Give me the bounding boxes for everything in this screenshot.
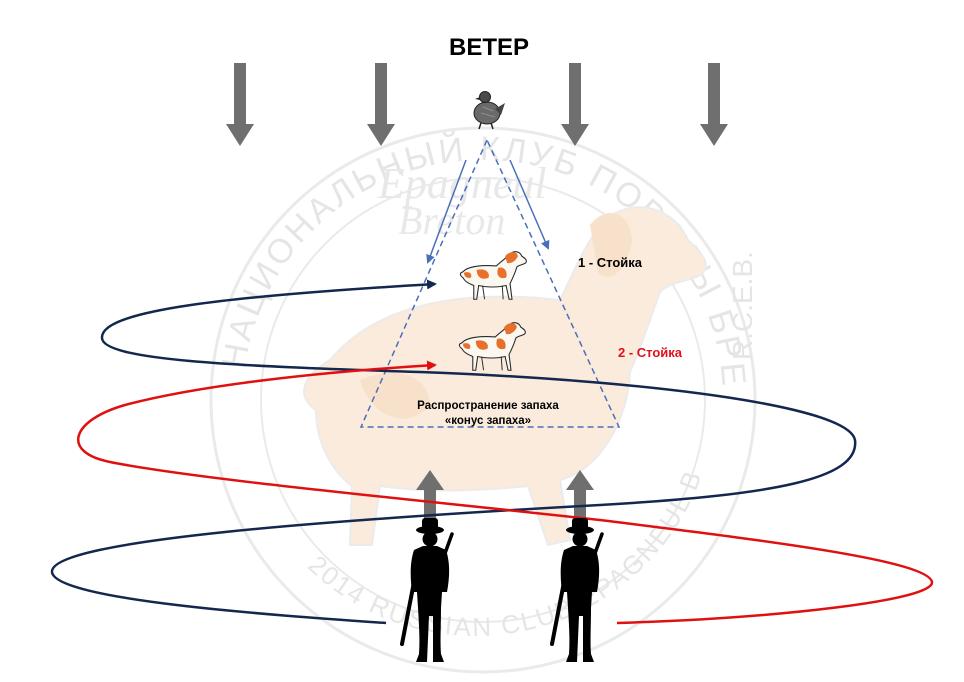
down-arrow-icon: [561, 63, 589, 146]
hunter-silhouette-icon: [400, 516, 454, 664]
approach-arrows: [416, 470, 594, 520]
watermark-dog-patch: [360, 373, 430, 419]
watermark-script-line1: Epagneul: [377, 159, 547, 208]
scent-drift-arrow-right: [509, 159, 550, 250]
scent-drift-arrow-left: [426, 159, 467, 264]
scent-cone: [359, 138, 621, 428]
up-arrow-icon: [416, 470, 444, 520]
stand-2-label: 2 - Стойка: [618, 345, 683, 360]
search-path-stand-2: [77, 360, 934, 625]
scent-cone-triangle: [359, 138, 621, 428]
grouse-icon: [473, 91, 505, 130]
watermark-right-text: R.C.E.B.: [727, 251, 758, 360]
up-arrow-icon: [566, 470, 594, 520]
watermark-script-line2: Breton: [398, 198, 505, 243]
scent-cone-label-line1: Распространение запаха: [417, 400, 559, 412]
down-arrow-icon: [700, 63, 728, 146]
diagram-title: ВЕТЕР: [449, 34, 529, 61]
down-arrow-icon: [226, 63, 254, 146]
stand-1-label: 1 - Стойка: [578, 255, 643, 270]
watermark-dog-ear: [590, 213, 632, 277]
scent-cone-label-line2: «конус запаха»: [445, 415, 531, 427]
down-arrow-icon: [367, 63, 395, 146]
search-path-stand-1: [50, 279, 857, 625]
brittany-dog-icon: [459, 251, 527, 300]
wind-arrows: [226, 63, 728, 146]
